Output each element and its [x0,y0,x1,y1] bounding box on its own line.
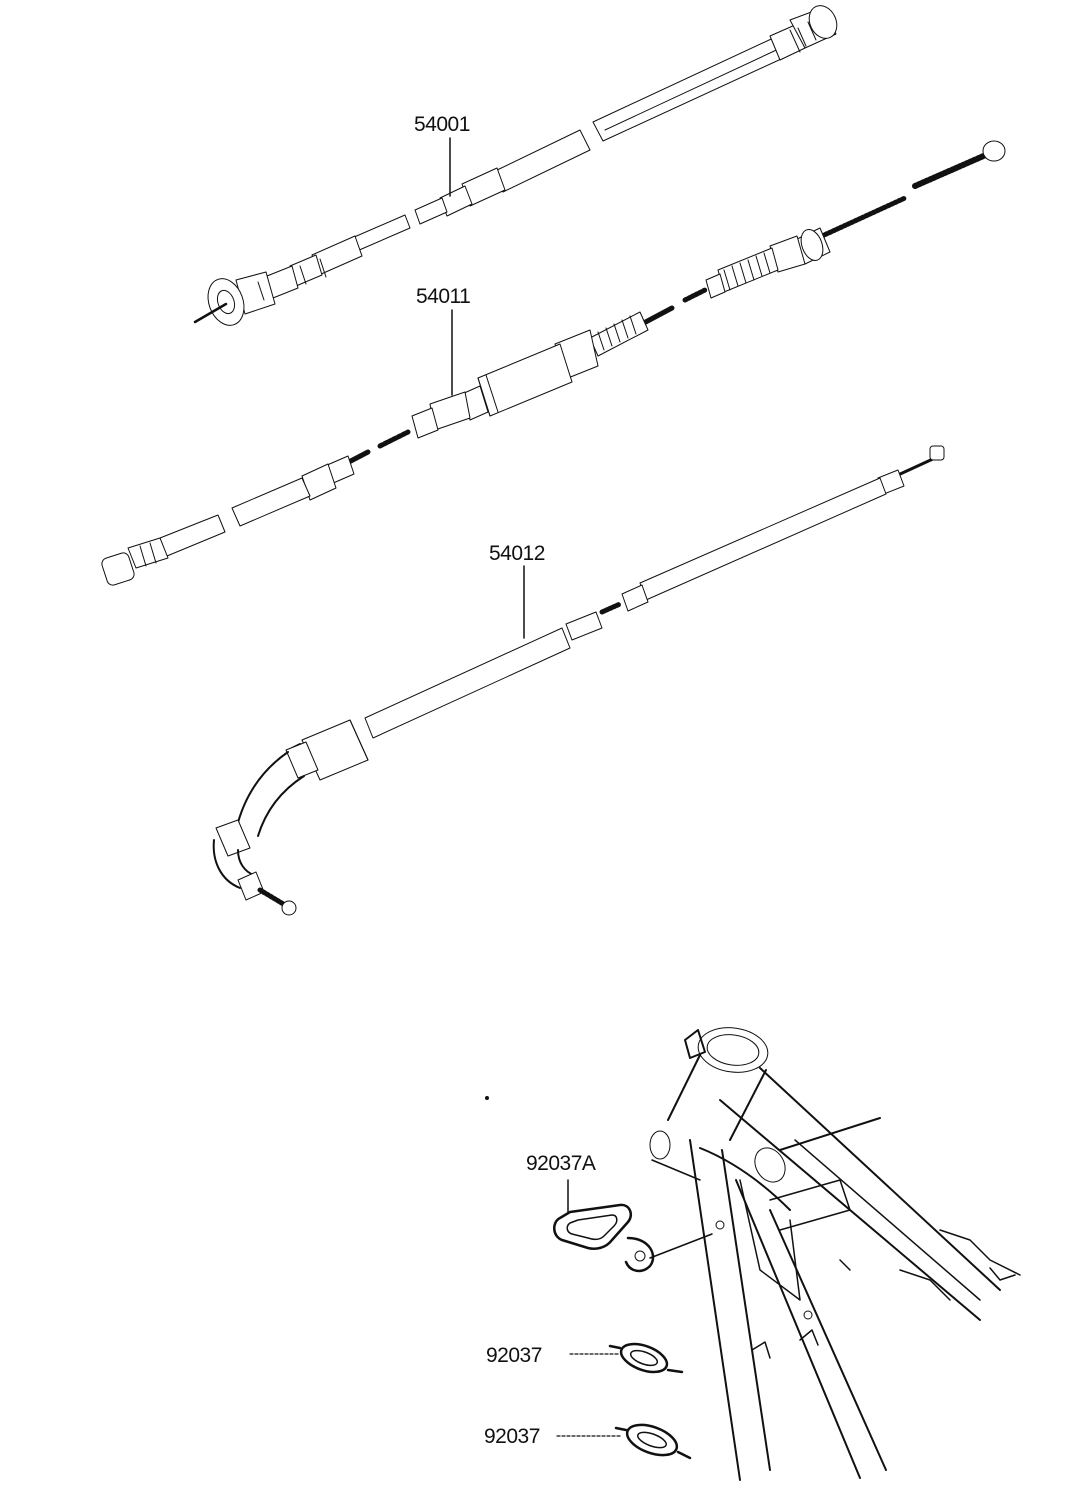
part-number-92037A: 92037A [526,1152,596,1175]
throttle-cable[interactable] [212,445,945,916]
leader-92037A-frame [649,1233,713,1259]
part-number-54012: 54012 [489,542,545,565]
part-number-54001: 54001 [414,113,470,136]
clutch-cable[interactable] [100,140,1006,587]
part-number-54011: 54011 [416,285,470,308]
cable-clamp-92037-upper[interactable] [608,1339,684,1378]
cable-clamp-92037-lower[interactable] [614,1419,692,1461]
part-number-92037-upper: 92037 [486,1344,542,1367]
motorcycle-frame [485,1027,1021,1481]
part-number-92037-lower: 92037 [484,1425,540,1448]
cable-guide-92037A[interactable] [553,1203,655,1273]
speedometer-cable[interactable] [193,1,842,330]
